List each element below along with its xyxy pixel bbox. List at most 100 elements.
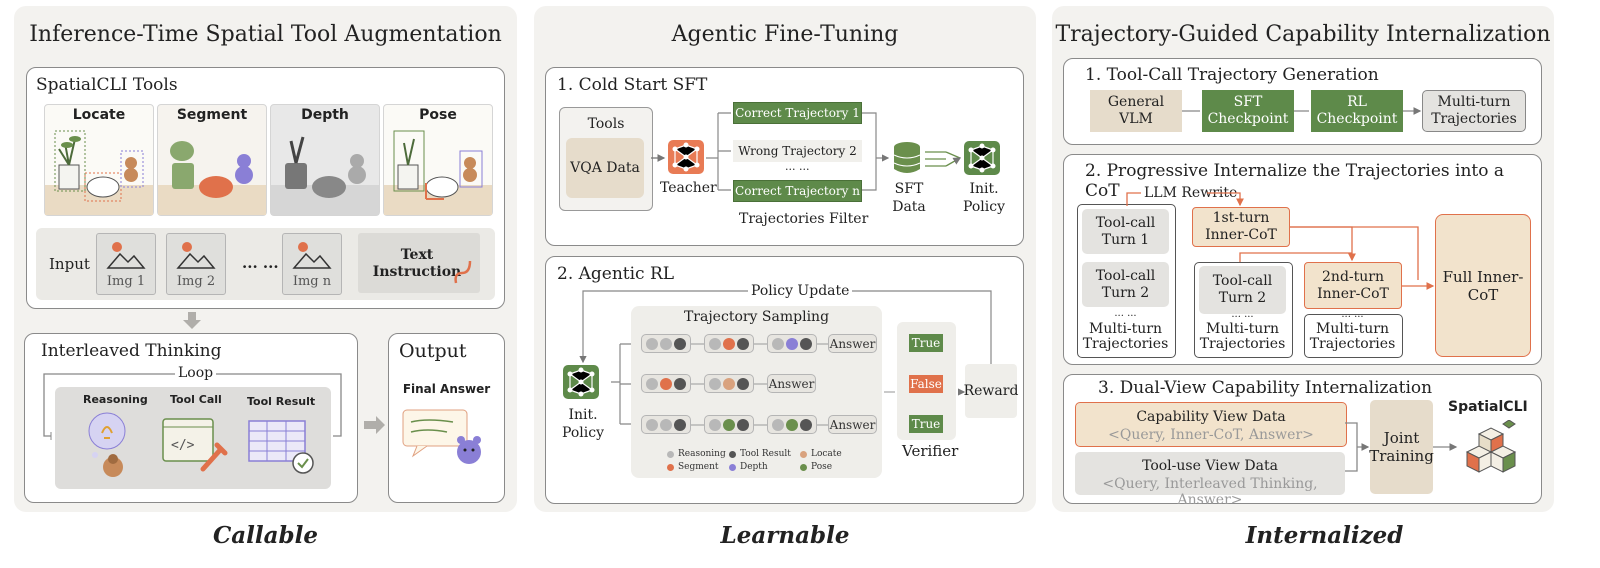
- legend-label: Tool Result: [740, 449, 791, 459]
- s3-title: 3. Dual-View Capability Internalization: [1098, 378, 1433, 398]
- reasoning-dot: [709, 337, 721, 350]
- image-label: Img n: [292, 274, 332, 289]
- svg-text:</>: </>: [171, 438, 195, 453]
- final-answer-icon: [402, 409, 481, 464]
- footer-learnable: Learnable: [720, 522, 850, 549]
- footer-internalized: Internalized: [1245, 522, 1404, 549]
- general-vlm-box: General VLM: [1090, 90, 1182, 132]
- panel-title: Trajectory-Guided Capability Internaliza…: [1055, 22, 1551, 47]
- tooluse-view-box: Tool-use View Data <Query, Interleaved T…: [1075, 452, 1345, 508]
- s2-title: 2. Progressive Internalize the Trajector…: [1085, 161, 1505, 201]
- tool-tile-locate: Locate: [44, 104, 154, 216]
- dot-group: [704, 334, 754, 353]
- legend-swatch: [667, 451, 674, 458]
- reward-label: Reward: [963, 383, 1019, 399]
- depth-illustration: [271, 136, 379, 215]
- segment-dot: [723, 337, 735, 350]
- rl-checkpoint-box: RL Checkpoint: [1311, 90, 1403, 132]
- squiggle-icon: [454, 260, 472, 284]
- image-label: Img 2: [176, 274, 216, 289]
- reasoning-dot: [646, 377, 658, 390]
- tools-box: Tools VQA Data: [559, 107, 653, 211]
- footer-callable: Callable: [212, 522, 319, 549]
- tool-result-dot: [737, 418, 749, 431]
- tool-tile-pose: Pose: [383, 104, 493, 216]
- trajectory-sampling-label: Trajectory Sampling: [683, 309, 830, 325]
- correct-trajectory-n: Correct Trajectory n: [733, 180, 862, 202]
- tool-result-dot: [674, 337, 686, 350]
- tooluse-tuple: <Query, Interleaved Thinking, Answer>: [1102, 476, 1318, 508]
- legend-swatch: [800, 464, 807, 471]
- tool-result-dot: [737, 337, 749, 350]
- legend-label: Reasoning: [678, 449, 726, 459]
- column2-ellipsis: ... ...: [1231, 309, 1254, 320]
- legend-swatch: [729, 464, 736, 471]
- legend-label: Segment: [678, 462, 719, 472]
- answer-pill: Answer: [828, 415, 877, 434]
- tools-label: Tools: [587, 116, 625, 132]
- image-icon: [176, 242, 216, 269]
- policy-update-label: Policy Update: [748, 283, 853, 299]
- vqa-label: VQA Data: [570, 160, 640, 176]
- second-turn-inner-cot: 2nd-turn Inner-CoT: [1304, 262, 1402, 309]
- column1-ellipsis: ... ...: [1114, 308, 1137, 319]
- image-icon: [292, 242, 332, 269]
- vqa-data-box: VQA Data: [566, 138, 644, 198]
- image-thumb-n: Img n: [282, 233, 342, 295]
- interleaved-thinking-box: Interleaved Thinking Loop Reasoning Tool…: [24, 333, 358, 503]
- segment-illustration: [158, 141, 266, 215]
- verifier-area: True False True: [897, 322, 956, 440]
- spatialcli-tools-box: SpatialCLI Tools Locate Segment Depth: [26, 67, 505, 309]
- tool-call-icon: </>: [162, 418, 228, 472]
- capability-tuple: <Query, Inner-CoT, Answer>: [1108, 427, 1314, 443]
- teacher-label: Teacher: [660, 180, 717, 196]
- column2-toolcall-turn2: Tool-call Turn 2: [1199, 266, 1286, 314]
- tool-name: Pose: [419, 107, 457, 123]
- verifier-false: False: [909, 375, 943, 393]
- thinking-label: Interleaved Thinking: [41, 341, 222, 361]
- text-instruction-box: Text Instruction: [358, 233, 480, 293]
- locate-illustration: [45, 130, 153, 215]
- ellipsis: ... ...: [242, 254, 279, 272]
- image-label: Img 1: [106, 274, 146, 289]
- tool-result-dot: [800, 337, 812, 350]
- dot-group: [641, 374, 691, 393]
- legend-label: Locate: [811, 449, 842, 459]
- tools-label: SpatialCLI Tools: [36, 75, 178, 95]
- loop-label: Loop: [175, 365, 217, 381]
- tool-tile-depth: Depth: [270, 104, 380, 216]
- toolcall-turn2: Tool-call Turn 2: [1082, 262, 1169, 307]
- input-row: Input Img 1 Img 2 ... ... Img n Text Ins…: [36, 228, 495, 300]
- input-label: Input: [49, 255, 90, 273]
- verifier-label: Verifier: [902, 442, 959, 460]
- trajectory-ellipsis: ... ...: [785, 160, 810, 173]
- rl-policy-icon: [563, 365, 599, 399]
- answer-pill: Answer: [767, 374, 816, 393]
- sft-data-label: SFT Data: [892, 181, 926, 215]
- rl-init-policy-label: Init. Policy: [562, 407, 604, 441]
- tool-name: Depth: [301, 107, 349, 123]
- verifier-true: True: [909, 334, 943, 352]
- teacher-icon: [668, 140, 704, 174]
- pose-dot: [723, 418, 735, 431]
- legend: Reasoning Tool Result Locate Segment Dep…: [667, 448, 867, 478]
- depth-dot: [786, 337, 798, 350]
- step-label: Reasoning: [83, 393, 148, 406]
- trajectories-filter-label: Trajectories Filter: [739, 211, 869, 227]
- capability-view-box: Capability View Data <Query, Inner-CoT, …: [1075, 402, 1347, 447]
- reasoning-icon: [88, 412, 126, 477]
- text-instruction-label: Text Instruction: [372, 247, 462, 280]
- column3-ellipsis: ... ...: [1341, 309, 1364, 320]
- reasoning-dot: [646, 418, 658, 431]
- panel-title: Inference-Time Spatial Tool Augmentation: [29, 22, 502, 47]
- cube-icon: [1465, 420, 1517, 473]
- tool-result-dot: [737, 377, 749, 390]
- tool-result-dot: [674, 418, 686, 431]
- database-icon: [893, 142, 921, 173]
- dot-group: [641, 334, 691, 353]
- llm-rewrite-label: LLM Rewrite: [1144, 185, 1238, 201]
- reasoning-dot: [660, 418, 672, 431]
